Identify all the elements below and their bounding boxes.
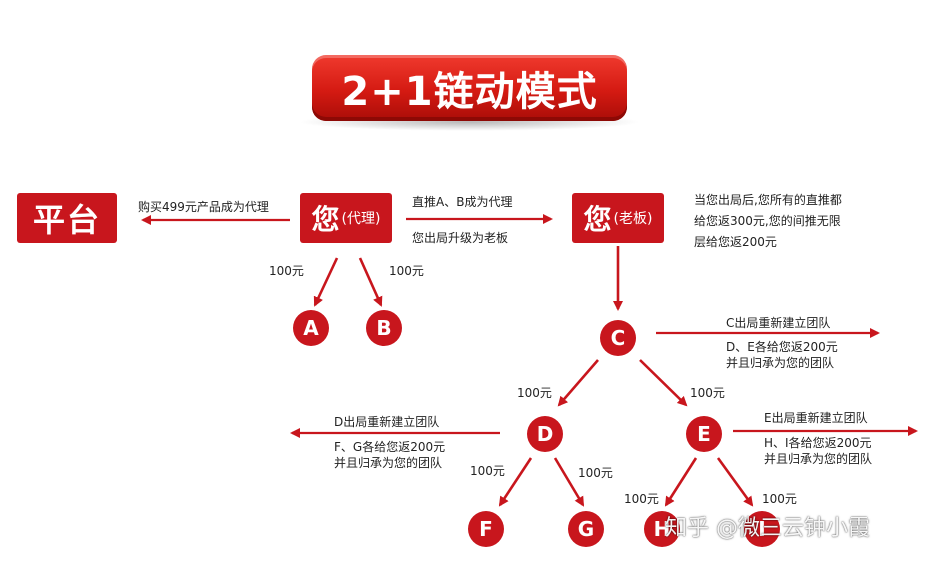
node-g: G [568, 511, 604, 547]
node-e: E [686, 416, 722, 452]
amount-h: 100元 [624, 492, 659, 506]
node-b: B [366, 310, 402, 346]
node-d: D [527, 416, 563, 452]
e-note-line-1: E出局重新建立团队 [764, 411, 868, 425]
arrow-to-b [358, 257, 383, 307]
watermark: 知乎 @微三云钟小霞 [665, 516, 870, 541]
platform-box: 平台 [17, 193, 117, 243]
node-c: C [600, 320, 636, 356]
node-i: I [744, 511, 780, 547]
d-note-line-2: F、G各给您返200元 [334, 440, 446, 454]
you-agent-box: 您 (代理) [300, 193, 392, 243]
amount-b: 100元 [389, 264, 424, 278]
you-boss-label: 您 [583, 203, 612, 236]
you-agent-label: 您 [311, 203, 340, 236]
e-note-line-2: H、I各给您返200元 [764, 436, 872, 450]
title-banner: 2+1链动模式 [298, 55, 641, 131]
node-f: F [468, 511, 504, 547]
boss-note-line-1: 当您出局后,您所有的直推都 [694, 193, 842, 207]
label-direct-ab: 直推A、B成为代理 [412, 195, 513, 209]
arrow-to-h [664, 457, 698, 507]
arrow-to-a [313, 257, 339, 307]
you-boss-role: (老板) [613, 211, 653, 227]
node-h: H [644, 511, 680, 547]
amount-f: 100元 [470, 464, 505, 478]
arrow-to-e [639, 359, 688, 407]
amount-d: 100元 [517, 386, 552, 400]
amount-a: 100元 [269, 264, 304, 278]
arrow-to-d [557, 359, 599, 407]
amount-e: 100元 [690, 386, 725, 400]
arrow-to-g [553, 457, 585, 507]
d-note-line-3: 并且归承为您的团队 [334, 456, 443, 470]
boss-note-line-3: 层给您返200元 [694, 235, 777, 249]
you-boss-box: 您 (老板) [572, 193, 664, 243]
you-agent-role: (代理) [341, 211, 381, 227]
page-title: 2+1链动模式 [312, 55, 627, 121]
arrow-to-i [716, 457, 754, 507]
label-upgrade-boss: 您出局升级为老板 [412, 231, 509, 245]
c-note-line-3: 并且归承为您的团队 [726, 356, 835, 370]
e-note-line-3: 并且归承为您的团队 [764, 452, 873, 466]
label-buy-product: 购买499元产品成为代理 [138, 200, 269, 214]
d-note-line-1: D出局重新建立团队 [334, 415, 440, 429]
amount-g: 100元 [578, 466, 613, 480]
node-a: A [293, 310, 329, 346]
c-note-line-2: D、E各给您返200元 [726, 340, 838, 354]
amount-i: 100元 [762, 492, 797, 506]
c-note-line-1: C出局重新建立团队 [726, 316, 831, 330]
arrow-to-f [498, 457, 533, 507]
boss-note-line-2: 给您返300元,您的间推无限 [694, 214, 841, 228]
